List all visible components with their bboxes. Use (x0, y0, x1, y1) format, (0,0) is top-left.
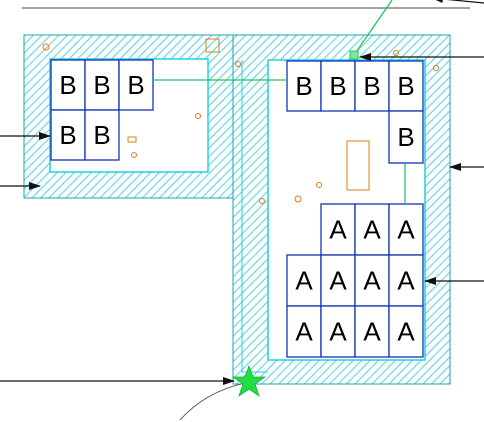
connectors (152, 0, 406, 204)
grid-cell-label: A (329, 317, 347, 347)
grid-cell-label: B (59, 120, 76, 150)
grid-cell-box (118, 59, 154, 111)
grid-cell: B (388, 60, 424, 112)
grid-cell-box (84, 109, 120, 161)
grid-cell: A (286, 254, 322, 307)
annotation-small-rect (127, 136, 137, 143)
curve-line (179, 382, 246, 421)
grid-cell: A (388, 254, 424, 307)
annotation-dot (294, 195, 302, 203)
grid-cell: B (84, 59, 120, 111)
grid-cell-box (286, 305, 322, 358)
annotations (42, 38, 439, 204)
grid-cell-box (286, 60, 322, 112)
grid-cell-label: B (295, 71, 312, 101)
annotation-rect (346, 140, 370, 191)
grid-cell-label: A (397, 266, 415, 296)
connector-top-diagonal (353, 0, 393, 56)
grid-cell-label: A (397, 215, 415, 245)
grid-cell-label: A (363, 317, 381, 347)
grid-cell-label: B (127, 70, 144, 100)
grid-cell-box (354, 203, 390, 256)
annotation-square (205, 38, 220, 53)
grid-cell-box (388, 305, 424, 358)
grid-cell: B (50, 59, 86, 111)
annotation-dot (393, 50, 399, 56)
annotation-dot (42, 43, 50, 51)
annotation-dot (259, 198, 265, 204)
grid-cell-label: B (93, 120, 110, 150)
arrow-icon (431, 0, 484, 4)
grid-cell-label: A (295, 317, 313, 347)
grid-cell: A (320, 305, 356, 358)
grid-cell: B (320, 60, 356, 112)
grid-cell: B (84, 109, 120, 161)
grid-cell: A (388, 203, 424, 256)
grid-cell: B (118, 59, 154, 111)
annotation-dot (131, 152, 137, 158)
grid-cell-box (388, 254, 424, 307)
right-room-side-cell: B (388, 110, 424, 164)
grid-cell-box (354, 254, 390, 307)
grid-cell: A (354, 254, 390, 307)
square-marker-icon (349, 50, 359, 60)
grid-cell-label: B (397, 71, 414, 101)
grid-cell-label: A (363, 215, 381, 245)
grid-cell-label: B (329, 71, 346, 101)
annotation-dot (195, 113, 201, 119)
grid-cell-box (354, 60, 390, 112)
grid-cell-box (388, 203, 424, 256)
grid-cell-label: A (329, 266, 347, 296)
grid-cell-label: A (397, 317, 415, 347)
star-icon (231, 364, 267, 398)
grid-cell-label: A (295, 266, 313, 296)
grid-cell: B (388, 110, 424, 164)
grid-cell-label: A (329, 215, 347, 245)
annotation-dot (316, 182, 322, 188)
grid-cell: A (320, 203, 356, 256)
grid-cell-box (320, 203, 356, 256)
leader-arrows (0, 0, 484, 385)
grid-cell-box (354, 305, 390, 358)
annotation-dot (235, 61, 241, 67)
grid-cell: A (354, 305, 390, 358)
grid-cell: A (286, 305, 322, 358)
grid-cell-box (388, 110, 424, 164)
grid-cell: B (354, 60, 390, 112)
grid-cell-label: A (363, 266, 381, 296)
grid-cell-label: B (397, 122, 414, 152)
grid-cell-box (388, 60, 424, 112)
annotation-dot (433, 65, 439, 71)
grid-cell: B (50, 109, 86, 161)
grid-cell-label: B (93, 70, 110, 100)
grid-cell: A (354, 203, 390, 256)
grid-cell: A (388, 305, 424, 358)
grid-cell: A (320, 254, 356, 307)
grid-cell-label: B (363, 71, 380, 101)
grid-cell: B (286, 60, 322, 112)
grid-cell-box (320, 305, 356, 358)
grid-cell-label: B (59, 70, 76, 100)
